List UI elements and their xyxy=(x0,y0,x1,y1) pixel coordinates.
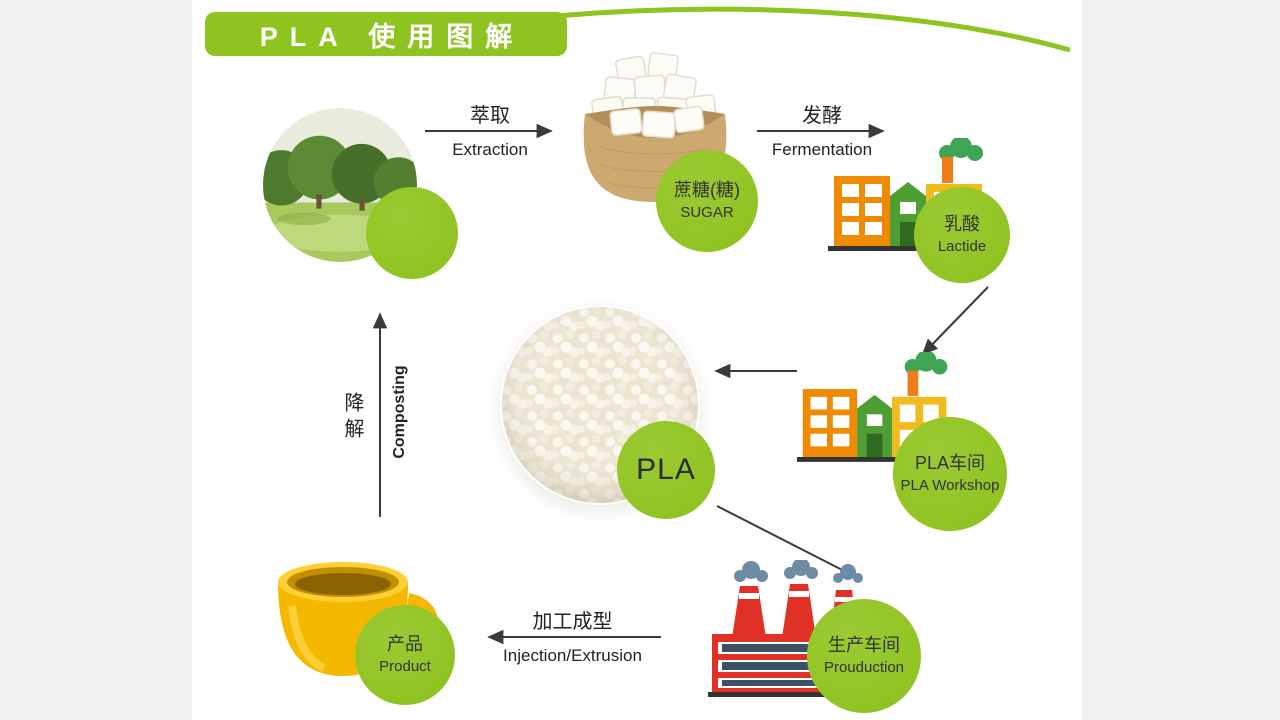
pla-node: PLA xyxy=(617,421,715,519)
lactide-label-zh: 乳酸 xyxy=(944,214,980,235)
processing-label-zh: 加工成型 xyxy=(532,611,613,633)
workshop-node: PLA车间 PLA Workshop xyxy=(893,417,1007,531)
sugar-label-zh: 蔗糖(糖) xyxy=(674,180,740,201)
fermentation-label-zh: 发酵 xyxy=(802,105,842,127)
fermentation-label: 发酵 Fermentation xyxy=(752,104,892,160)
extraction-label-zh: 萃取 xyxy=(470,105,510,127)
left-margin-band xyxy=(0,0,192,720)
workshop-label-en: PLA Workshop xyxy=(900,476,1000,494)
page-title: PLA 使用图解 xyxy=(259,21,525,52)
lactide-node: 乳酸 Lactide xyxy=(914,187,1010,283)
pla-label: PLA xyxy=(636,453,696,487)
title-banner: PLA 使用图解 xyxy=(205,12,567,56)
lactide-label-en: Lactide xyxy=(937,237,987,255)
processing-label: 加工成型 Injection/Extrusion xyxy=(480,610,665,666)
composting-label-en: Composting xyxy=(391,365,408,459)
sugar-node: 蔗糖(糖) SUGAR xyxy=(656,150,758,252)
extraction-label: 萃取 Extraction xyxy=(425,104,555,160)
workshop-label-zh: PLA车间 xyxy=(914,453,986,474)
production-label-zh: 生产车间 xyxy=(828,635,900,656)
right-margin-band xyxy=(1082,0,1280,720)
composting-label-zh: 降解 xyxy=(341,392,363,444)
processing-label-en: Injection/Extrusion xyxy=(503,646,642,665)
extraction-label-en: Extraction xyxy=(452,140,528,159)
product-label-en: Product xyxy=(379,657,431,675)
production-node: 生产车间 Prouduction xyxy=(807,599,921,713)
fermentation-label-en: Fermentation xyxy=(771,140,873,159)
sugar-sack-illustration xyxy=(565,52,745,207)
nature-green-circle xyxy=(366,187,458,279)
sugar-label-en: SUGAR xyxy=(680,203,734,221)
workshop-factory-icon xyxy=(795,350,960,464)
product-label-zh: 产品 xyxy=(387,634,423,655)
production-label-en: Prouduction xyxy=(823,658,905,676)
product-node: 产品 Product xyxy=(355,605,455,705)
